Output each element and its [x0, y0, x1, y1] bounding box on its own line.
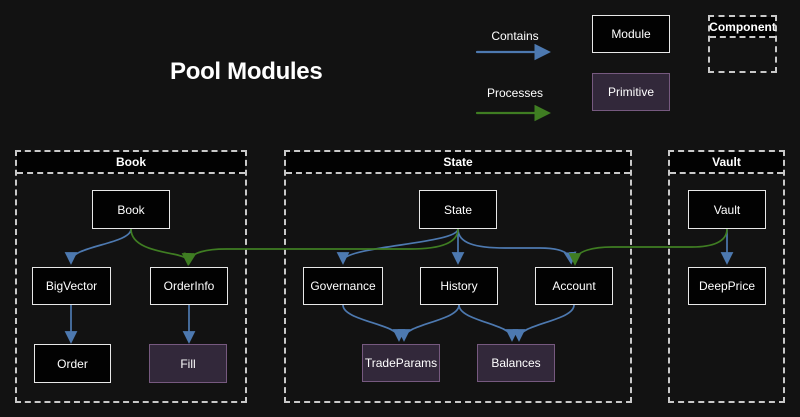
node-governance: Governance [303, 267, 383, 305]
container-state: State [284, 150, 632, 403]
container-vault-title: Vault [670, 152, 783, 174]
node-account-label: Account [552, 279, 596, 293]
node-fill-label: Fill [180, 356, 196, 371]
node-balances: Balances [477, 344, 555, 382]
container-state-title: State [286, 152, 630, 174]
node-book-label: Book [117, 202, 145, 217]
legend-component-box: Component [708, 15, 777, 73]
legend-contains-label: Contains [491, 29, 539, 43]
node-bigvector: BigVector [32, 267, 111, 305]
legend-primitive-box: Primitive [592, 73, 670, 111]
node-state-label: State [443, 202, 473, 217]
node-state: State [419, 190, 497, 229]
legend-module-label: Module [611, 27, 651, 41]
node-vault-label: Vault [713, 202, 741, 217]
node-orderinfo: OrderInfo [150, 267, 228, 305]
node-book: Book [92, 190, 170, 229]
node-orderinfo-label: OrderInfo [163, 279, 215, 293]
node-governance-label: Governance [310, 279, 376, 293]
legend-component-label: Component [709, 17, 776, 38]
node-tradeparams: TradeParams [362, 344, 440, 382]
node-history-label: History [440, 279, 478, 293]
page-title: Pool Modules [170, 58, 323, 85]
node-fill: Fill [149, 344, 227, 383]
node-tradeparams-label: TradeParams [364, 356, 438, 370]
node-account: Account [535, 267, 613, 305]
node-order-label: Order [57, 356, 88, 371]
node-vault: Vault [688, 190, 766, 229]
node-bigvector-label: BigVector [45, 279, 98, 293]
node-deepprice-label: DeepPrice [698, 279, 756, 293]
node-deepprice: DeepPrice [688, 267, 766, 305]
container-vault: Vault [668, 150, 785, 403]
container-book-title: Book [17, 152, 245, 174]
legend-processes-label: Processes [486, 86, 544, 100]
node-history: History [420, 267, 498, 305]
container-book: Book [15, 150, 247, 403]
legend-module-box: Module [592, 15, 670, 53]
node-order: Order [34, 344, 111, 383]
legend-primitive-label: Primitive [607, 85, 654, 99]
node-balances-label: Balances [491, 356, 541, 370]
